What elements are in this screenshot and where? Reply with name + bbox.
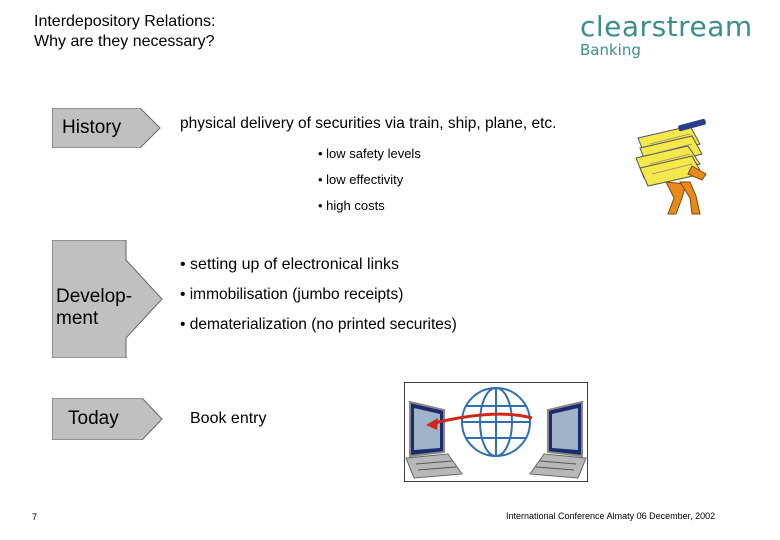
brand-sub: Banking [580,41,641,59]
title-line-1: Interdepository Relations: [34,13,216,30]
today-arrow-shape [51,397,163,441]
history-arrow-shape [51,107,161,149]
person-carrying-papers-icon [630,118,720,223]
development-bullet-2: • immobilisation (jumbo receipts) [180,286,404,303]
conference-footer: International Conference Almaty 06 Decem… [506,511,716,521]
development-bullets: • setting up of electronical links • imm… [180,256,457,346]
title-line-2: Why are they necessary? [34,33,215,50]
history-bullet-3: • high costs [318,198,385,213]
today-headline: Book entry [190,410,267,427]
page-number: 7 [32,512,38,522]
slide-title: Interdepository Relations: Why are they … [34,12,215,52]
history-bullet-1: • low safety levels [318,146,421,161]
development-label: Develop- ment [56,286,132,330]
development-bullet-3: • dematerialization (no printed securite… [180,316,457,333]
development-arrow: Develop- ment [51,239,164,363]
history-arrow: History [51,107,162,153]
linked-computers-globe-icon [403,381,589,487]
development-label-line-2: ment [56,308,99,329]
today-label: Today [68,408,119,429]
brand-name: clearstream [580,10,753,43]
history-label: History [62,117,122,138]
history-headline: physical delivery of securities via trai… [180,115,557,132]
history-bullets: • low safety levels • low effectivity • … [318,146,421,224]
brand-logo: clearstream Banking [580,10,753,59]
development-bullet-1: • setting up of electronical links [180,256,400,273]
today-arrow: Today [51,397,164,445]
history-bullet-2: • low effectivity [318,172,404,187]
development-label-line-1: Develop- [56,286,133,307]
